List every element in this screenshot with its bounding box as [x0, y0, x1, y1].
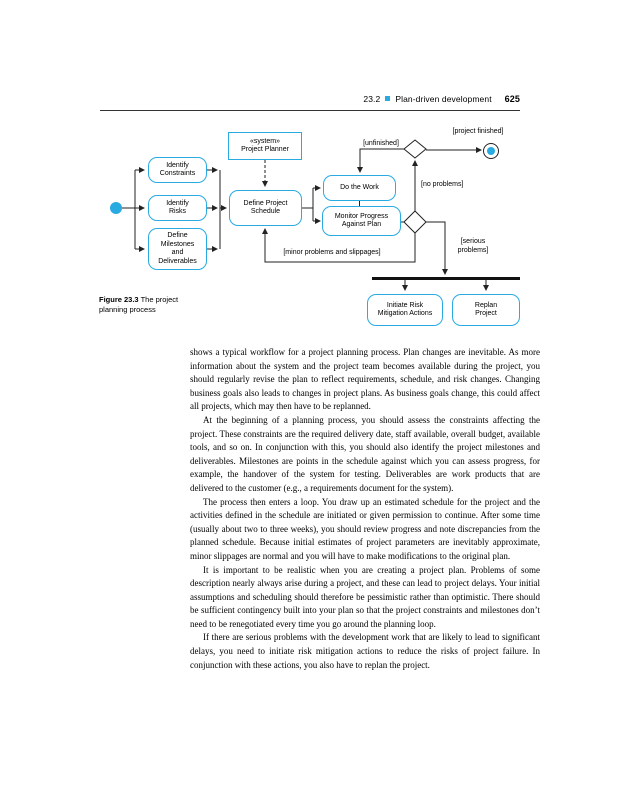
- edge-label-minor-problems: [minor problems and slippages]: [283, 249, 381, 256]
- running-head-title: Plan-driven development: [395, 94, 492, 104]
- edge-label-serious-problems: [serious problems]: [457, 238, 489, 254]
- activity-label: Monitor Progress Against Plan: [334, 212, 389, 229]
- final-node-icon: [487, 147, 495, 155]
- activity-label: Define Project Schedule: [243, 199, 288, 216]
- section-marker-icon: [385, 96, 391, 101]
- figure-caption-text: The project planning process: [99, 295, 179, 314]
- figure-caption-label: Figure 23.3: [99, 295, 139, 304]
- activity-replan-project: Replan Project: [452, 294, 520, 326]
- page-number: 625: [504, 94, 520, 104]
- page-header: 23.2 Plan-driven development 625: [100, 94, 520, 104]
- header-rule: [100, 110, 520, 111]
- activity-label: Identify Constraints: [159, 161, 196, 178]
- activity-label: Initiate Risk Mitigation Actions: [377, 301, 433, 318]
- activity-label: Define Milestones and Deliverables: [158, 232, 197, 265]
- paragraph: The process then enters a loop. You draw…: [190, 496, 540, 561]
- activity-label: Do the Work: [340, 183, 379, 191]
- stereotype-label: «system»: [250, 137, 280, 145]
- activity-initiate-risk-mitigation: Initiate Risk Mitigation Actions: [367, 294, 443, 326]
- body-text: shows a typical workflow for a project p…: [190, 346, 540, 672]
- activity-do-the-work: Do the Work: [323, 175, 396, 201]
- activity-define-schedule: Define Project Schedule: [229, 190, 302, 226]
- activity-label: Identify Risks: [166, 199, 189, 216]
- activity-identify-constraints: Identify Constraints: [148, 157, 207, 183]
- decision-problems-icon: [403, 210, 427, 234]
- edge-label-unfinished: [unfinished]: [363, 140, 399, 147]
- section-number: 23.2: [363, 94, 381, 104]
- activity-monitor-progress: Monitor Progress Against Plan: [322, 206, 401, 236]
- figure-caption: Figure 23.3 The project planning process: [99, 295, 183, 314]
- object-name-label: Project Planner: [241, 146, 289, 153]
- paragraph: If there are serious problems with the d…: [190, 632, 540, 670]
- paragraph: It is important to be realistic when you…: [190, 564, 540, 629]
- fork-bar: [372, 277, 520, 280]
- start-node-icon: [110, 202, 122, 214]
- edge-lines: [122, 147, 489, 291]
- activity-label: Replan Project: [474, 301, 498, 318]
- paragraph: At the beginning of a planning process, …: [190, 414, 540, 493]
- edge-label-project-finished: [project finished]: [452, 128, 504, 135]
- object-node-project-planner: «system» Project Planner: [228, 132, 302, 160]
- decision-finished-icon: [403, 139, 427, 159]
- paragraph: shows a typical workflow for a project p…: [190, 347, 540, 412]
- activity-define-milestones: Define Milestones and Deliverables: [148, 228, 207, 270]
- activity-identify-risks: Identify Risks: [148, 195, 207, 221]
- edge-label-no-problems: [no problems]: [421, 181, 464, 188]
